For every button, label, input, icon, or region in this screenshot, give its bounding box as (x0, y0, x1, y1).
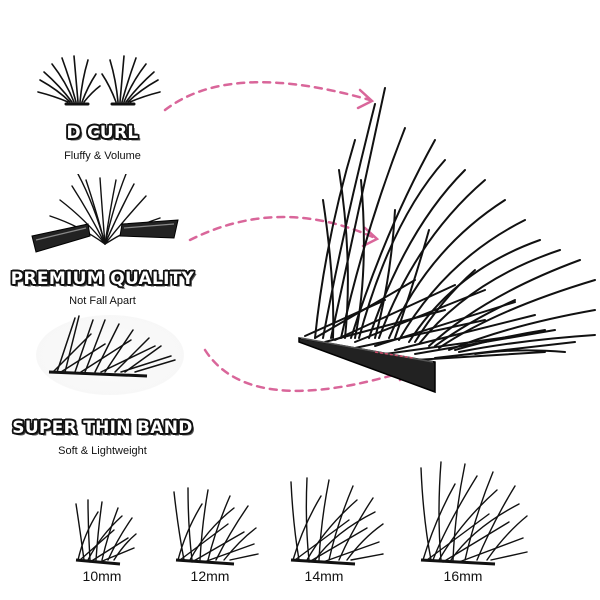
lash-cluster-held-by-tweezers-icon (31, 174, 179, 253)
lash-16mm-image (420, 461, 528, 566)
feature-super-thin-band: SUPER THIN BAND Soft & Lightweight (0, 310, 205, 460)
size-label-12mm: 12mm (190, 568, 230, 584)
feature-title: SUPER THIN BAND (12, 418, 193, 438)
thin-band-lash-icon (36, 315, 184, 395)
featured-lash-cluster-image (298, 87, 596, 394)
feature-subtitle: Soft & Lightweight (58, 445, 147, 457)
feature-premium-quality: PREMIUM QUALITY Not Fall Apart (0, 170, 205, 310)
arrow-to-band (203, 348, 412, 393)
lash-14mm-image (290, 477, 384, 566)
size-label-16mm: 16mm (443, 568, 483, 584)
feature-title: D CURL (66, 123, 139, 143)
arrow-to-quality (188, 215, 377, 242)
size-label-14mm: 14mm (304, 568, 344, 584)
feature-subtitle: Not Fall Apart (69, 295, 136, 307)
lash-10mm-image (75, 499, 137, 566)
curl-lash-pair-icon (37, 55, 161, 106)
arrow-to-curl (163, 81, 372, 112)
lash-12mm-image (173, 487, 259, 566)
feature-d-curl: D CURL Fluffy & Volume (0, 40, 205, 170)
feature-subtitle: Fluffy & Volume (64, 150, 141, 162)
feature-title: PREMIUM QUALITY (10, 269, 195, 289)
size-label-10mm: 10mm (82, 568, 122, 584)
